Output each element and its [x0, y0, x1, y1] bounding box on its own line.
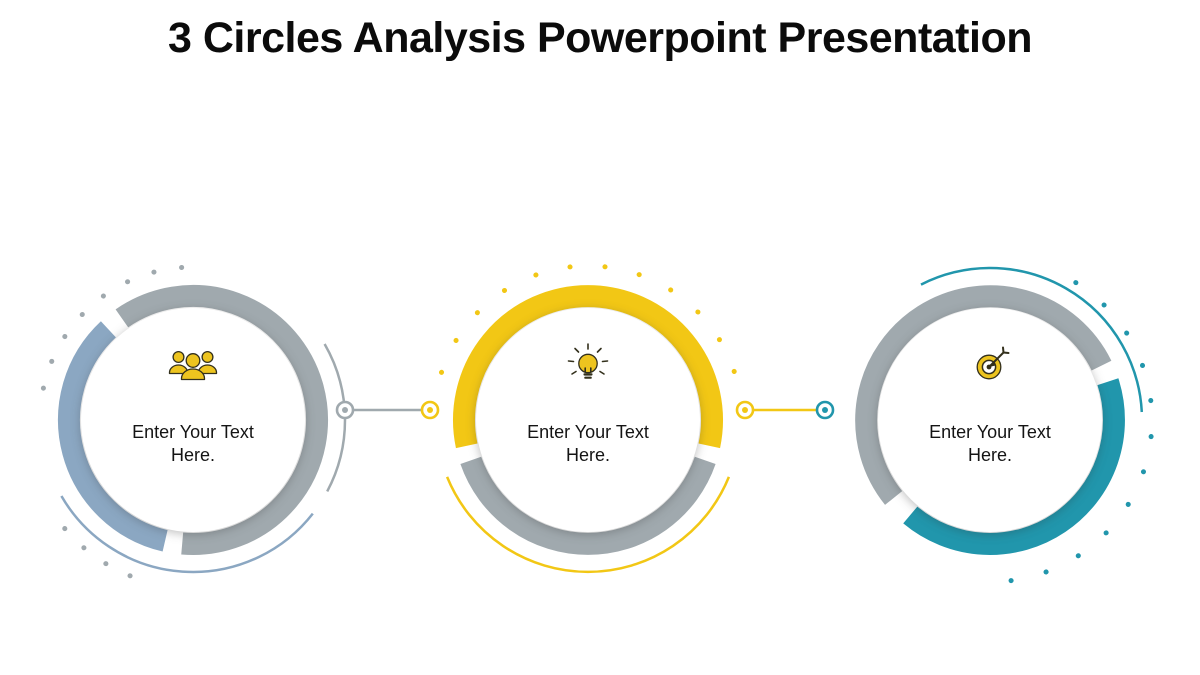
circle-3-ring-segment-gray	[855, 285, 1112, 505]
circle-3-label: Enter Your Text Here.	[929, 422, 1051, 466]
circle-1-dotted-arc-bottom-left	[61, 525, 133, 579]
connector-2-node-right	[815, 400, 835, 420]
target-icon	[976, 346, 1010, 380]
slide-title: 3 Circles Analysis Powerpoint Presentati…	[168, 14, 1032, 62]
circle-1-outer-arc-bottom	[60, 495, 314, 574]
circle-3-outer-arc-top	[920, 266, 1144, 413]
circle-group-2	[439, 263, 737, 574]
lightbulb-icon	[567, 343, 609, 379]
circle-2-inner-disc	[476, 308, 700, 532]
circle-1-label: Enter Your Text Here.	[132, 422, 254, 466]
circle-2-outer-arc-bottom	[445, 476, 731, 574]
circle-1-ring-segment-blue	[57, 321, 168, 552]
circle-3-inner-disc	[878, 308, 1102, 532]
connector-2	[735, 400, 835, 420]
people-icon	[168, 350, 218, 381]
circle-group-3	[855, 266, 1155, 584]
circle-1-ring-segment-gray	[115, 285, 328, 555]
circle-group-1	[40, 264, 347, 579]
connector-1-node-right	[420, 400, 440, 420]
circle-2-ring-segment-yellow	[453, 285, 723, 449]
circle-1-inner-disc	[81, 308, 305, 532]
circle-1-dotted-arc-top-left	[40, 264, 185, 391]
connector-2-node-left	[735, 400, 755, 420]
connector-1	[335, 400, 440, 420]
circle-2-label: Enter Your Text Here.	[527, 422, 649, 466]
circle-3-ring-segment-teal	[903, 378, 1125, 555]
connector-1-node-left	[335, 400, 355, 420]
circle-2-ring-segment-gray	[460, 456, 716, 555]
